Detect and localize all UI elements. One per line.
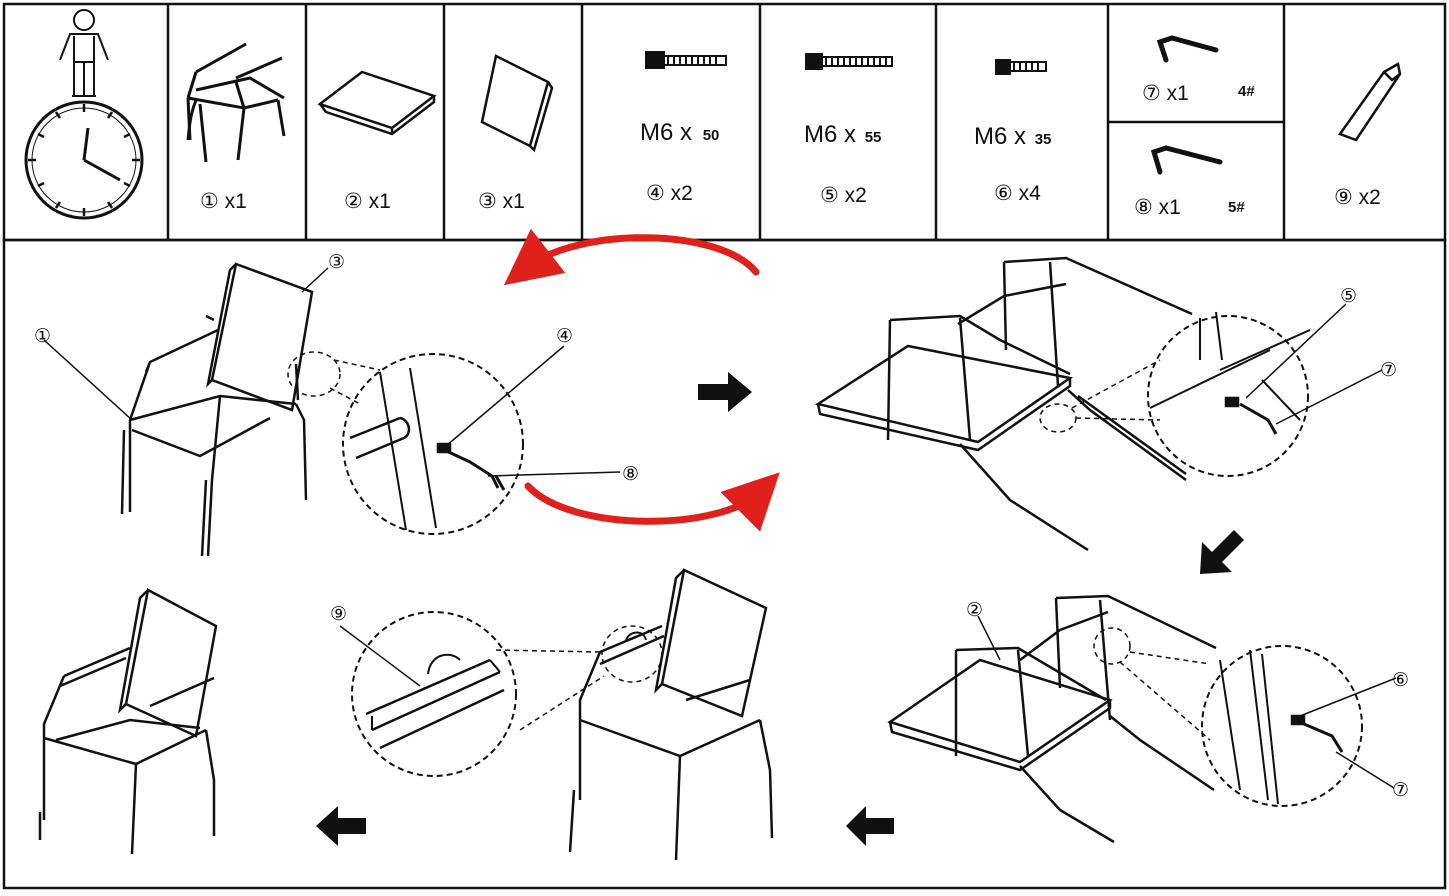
part-6-size: M6 x [974,123,1026,150]
bolt-icon [806,54,892,69]
callout-7b: ⑦ [1392,780,1409,801]
callout-2: ② [966,600,983,621]
cover-strip-icon [1340,64,1400,140]
callout-4: ④ [556,326,573,347]
part-6-length: 35 [1035,131,1052,148]
callout-3: ③ [328,252,345,273]
callout-5: ⑤ [1340,286,1357,307]
arrow-down-left-icon [1200,530,1244,574]
bolt-icon [996,60,1046,74]
step-1-illustration [44,264,620,556]
svg-text:M6 x 55: M6 x 55 [804,121,881,148]
part-4-size: M6 x [640,119,692,146]
person-icon [60,10,108,96]
callout-7: ⑦ [1380,360,1397,381]
arrow-left-icon [846,806,894,846]
part-seat-icon [320,72,434,134]
part-8-qty: ⑧ x1 [1134,196,1181,219]
clock-icon [26,102,142,218]
callout-8: ⑧ [622,464,639,485]
part-8-size: 5# [1228,199,1245,216]
part-3-qty: ③ x1 [478,190,525,213]
arrow-left-icon [316,806,366,846]
bolt-icon [646,52,726,68]
step-2-illustration [818,258,1382,550]
part-2-qty: ② x1 [344,190,391,213]
part-6-qty: ⑥ x4 [994,182,1041,205]
part-4-qty: ④ x2 [646,182,693,205]
svg-text:M6 x 35: M6 x 35 [974,123,1051,150]
part-4-length: 50 [703,127,720,144]
part-7-qty: ⑦ x1 [1142,82,1189,105]
callout-6: ⑥ [1392,670,1409,691]
part-9-qty: ⑨ x2 [1334,186,1381,209]
callout-1: ① [34,326,51,347]
part-5-size: M6 x [804,121,856,148]
arrow-right-icon [698,372,752,412]
callout-9: ⑨ [330,604,347,625]
step-3-illustration [890,596,1396,842]
allen-key-icon [1160,38,1216,60]
part-back-icon [482,56,552,150]
part-1-qty: ① x1 [200,190,247,213]
allen-key-icon [1154,148,1220,172]
step-5-illustration [40,590,216,854]
rotate-arrow-icon [526,238,760,522]
svg-text:M6 x 50: M6 x 50 [640,119,719,146]
part-5-qty: ⑤ x2 [820,184,867,207]
part-7-size: 4# [1238,83,1255,100]
step-4-illustration [340,570,772,860]
part-frame-icon [188,44,284,162]
part-5-length: 55 [865,129,882,146]
